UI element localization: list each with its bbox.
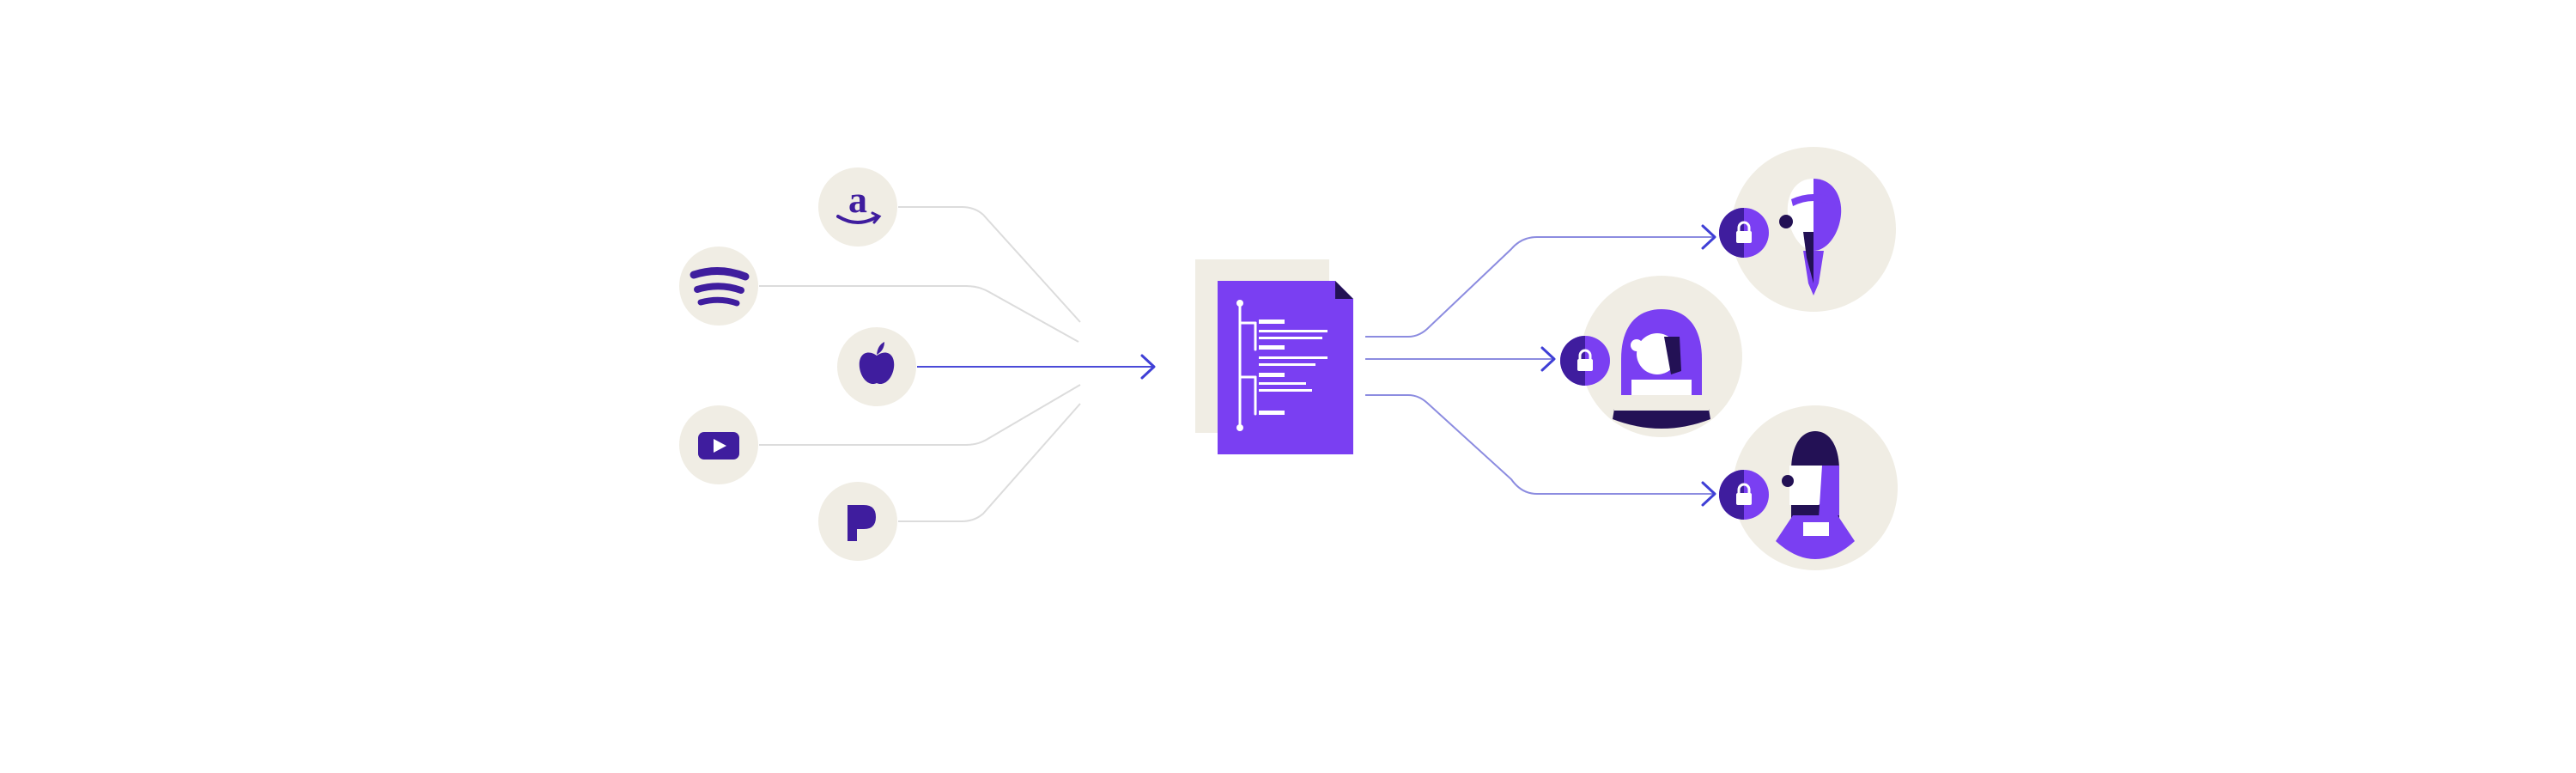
source-pandora — [818, 482, 897, 561]
recipient-listener-2 — [1560, 276, 1742, 437]
connector-listener-3 — [1365, 394, 1716, 495]
lock-badge — [1560, 336, 1610, 386]
feed-tree-lines — [1238, 301, 1257, 429]
recipient-listener-1 — [1719, 147, 1896, 312]
lock-icon — [1736, 483, 1752, 505]
source-apple — [837, 327, 916, 406]
spotify-icon — [690, 267, 750, 307]
feed-text-lines — [1259, 320, 1327, 415]
source-spotify — [679, 247, 758, 326]
source-youtube — [679, 405, 758, 484]
amazon-music-icon: a — [848, 179, 867, 221]
connector-pandora — [898, 403, 1081, 522]
lock-badge — [1719, 208, 1769, 258]
hub-document — [1195, 259, 1353, 454]
lock-icon — [1577, 349, 1593, 371]
connector-apple — [917, 354, 1156, 380]
connector-amazon — [898, 206, 1081, 323]
connector-spotify — [759, 285, 1079, 343]
private-listener-avatar — [1613, 309, 1710, 429]
youtube-icon — [698, 432, 739, 460]
private-listener-avatar — [1779, 179, 1842, 295]
source-connectors — [759, 206, 1081, 522]
arrow-head-hub — [1140, 354, 1156, 380]
connector-listener-1 — [1365, 236, 1716, 338]
source-amazon: a — [818, 167, 897, 247]
connector-youtube — [759, 384, 1081, 446]
output-connectors — [1365, 224, 1716, 507]
lock-icon — [1736, 221, 1752, 243]
private-listener-avatar — [1776, 431, 1855, 559]
pandora-icon — [848, 505, 876, 541]
recipient-listener-3 — [1719, 405, 1898, 570]
apple-podcasts-icon — [859, 342, 895, 385]
lock-badge — [1719, 470, 1769, 520]
